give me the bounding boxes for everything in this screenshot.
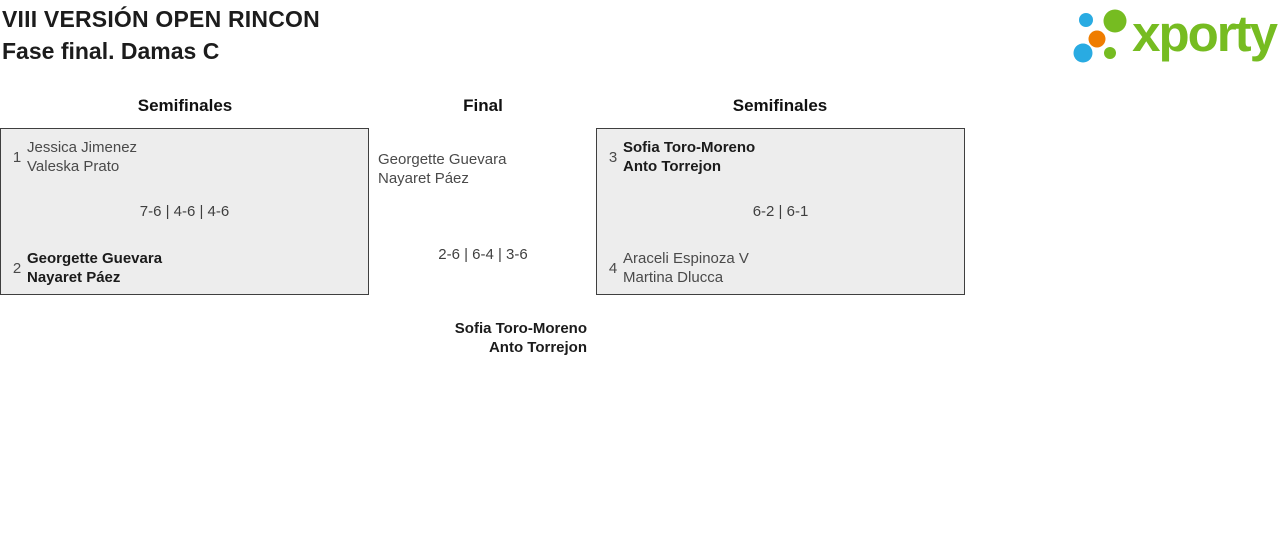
player-name: Nayaret Páez [27, 269, 121, 286]
player-name: Anto Torrejon [623, 158, 722, 175]
team-entry-winner: Georgette Guevara Nayaret Páez [27, 249, 360, 287]
tournament-title: VIII VERSIÓN OPEN RINCON [2, 6, 320, 32]
seed-number: 2 [12, 260, 22, 277]
player-name: Martina Dlucca [623, 269, 724, 286]
player-name: Araceli Espinoza V [623, 250, 749, 267]
match-score: 6-2 | 6-1 [752, 203, 809, 220]
match-box-semifinal-1: 1 Jessica Jimenez Valeska Prato 7-6 | 4-… [0, 128, 369, 295]
final-team-entry: Georgette Guevara Nayaret Páez [378, 150, 588, 188]
final-team-entry-winner: Sofia Toro-Moreno Anto Torrejon [387, 319, 587, 357]
title-block: VIII VERSIÓN OPEN RINCON Fase final. Dam… [2, 3, 320, 67]
xporty-logo[interactable]: xporty [1064, 3, 1278, 69]
xporty-logo-text: xporty [1132, 5, 1278, 62]
match-box-semifinal-2: 3 Sofia Toro-Moreno Anto Torrejon 6-2 | … [596, 128, 965, 295]
round-header-final: Final [463, 96, 503, 115]
player-name: Georgette Guevara [378, 151, 507, 168]
player-name: Anto Torrejon [488, 339, 587, 356]
player-name: Sofia Toro-Moreno [623, 139, 756, 156]
team-entry: Jessica Jimenez Valeska Prato [27, 138, 360, 176]
round-header-semifinals-left: Semifinales [137, 96, 233, 115]
team-entry-winner: Sofia Toro-Moreno Anto Torrejon [623, 138, 956, 176]
tournament-subtitle: Fase final. Damas C [2, 38, 220, 64]
seed-number: 4 [608, 260, 618, 277]
final-match-score: 2-6 | 6-4 | 3-6 [438, 246, 528, 263]
player-name: Jessica Jimenez [27, 139, 138, 156]
player-name: Nayaret Páez [378, 170, 469, 187]
seed-number: 3 [608, 149, 618, 166]
xporty-logo-dots-icon [1073, 9, 1127, 63]
match-score: 7-6 | 4-6 | 4-6 [139, 203, 230, 220]
player-name: Georgette Guevara [27, 250, 163, 267]
seed-number: 1 [12, 149, 22, 166]
team-entry: Araceli Espinoza V Martina Dlucca [623, 249, 956, 287]
player-name: Sofia Toro-Moreno [454, 320, 587, 337]
round-header-semifinals-right: Semifinales [732, 96, 828, 115]
player-name: Valeska Prato [27, 158, 120, 175]
